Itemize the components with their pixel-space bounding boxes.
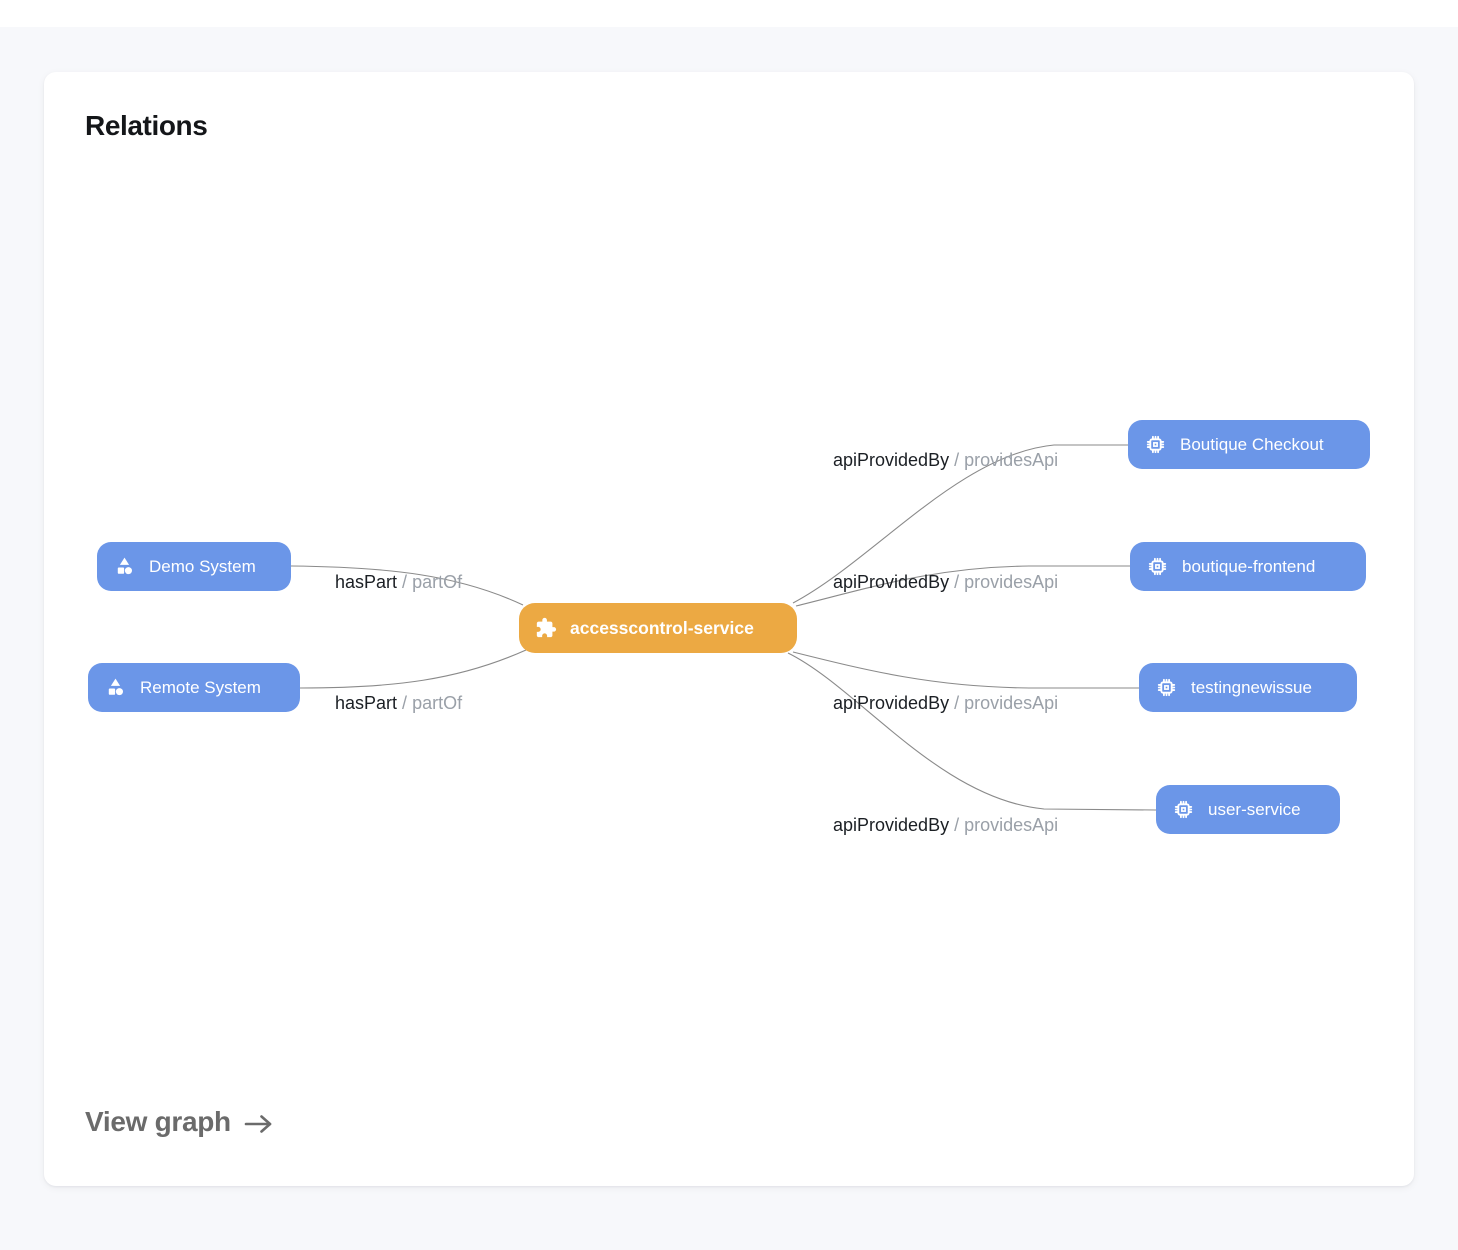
edge-label-api-boutique-checkout: apiProvidedBy/providesApi — [833, 450, 1059, 470]
edge-separator: / — [954, 815, 960, 835]
node-testingnewissue[interactable]: testingnewissue — [1139, 663, 1357, 712]
relations-edges-canvas — [290, 444, 1157, 811]
node-remote-system[interactable]: Remote System — [88, 663, 300, 712]
arrow-right-icon — [243, 1109, 274, 1136]
node-label: testingnewissue — [1191, 677, 1312, 697]
edge-user-service — [787, 652, 1157, 811]
edge-demo-system — [290, 565, 524, 606]
relations-card: Relations Demo System Remote System — [44, 72, 1414, 1186]
chip-icon — [1155, 676, 1178, 699]
card-title: Relations — [85, 110, 208, 141]
edge-boutique-frontend — [795, 565, 1130, 607]
node-label: user-service — [1208, 799, 1301, 819]
chip-icon — [1172, 798, 1195, 821]
edge-label-api-user-service: apiProvidedBy/providesApi — [833, 815, 1059, 835]
edge-separator: / — [402, 693, 408, 713]
node-label: Boutique Checkout — [1180, 434, 1324, 454]
edge-label-haspart-remote: hasPart/partOf — [335, 693, 463, 713]
node-accesscontrol-service[interactable]: accesscontrol-service — [519, 603, 797, 653]
node-user-service[interactable]: user-service — [1156, 785, 1340, 834]
edge-boutique-checkout — [792, 444, 1128, 604]
view-graph-link[interactable]: View graph — [85, 1106, 274, 1138]
node-boutique-frontend[interactable]: boutique-frontend — [1130, 542, 1366, 591]
edge-remote-system — [299, 649, 527, 689]
node-label: Remote System — [140, 677, 261, 697]
node-label: boutique-frontend — [1182, 556, 1316, 576]
edge-separator: / — [954, 572, 960, 592]
edge-testingnewissue — [792, 651, 1139, 689]
node-label: accesscontrol-service — [570, 617, 754, 638]
node-boutique-checkout[interactable]: Boutique Checkout — [1128, 420, 1370, 469]
edge-separator: / — [402, 572, 408, 592]
chip-icon — [1146, 555, 1169, 578]
chip-icon — [1144, 433, 1167, 456]
system-icon — [113, 555, 136, 578]
edge-label-api-boutique-frontend: apiProvidedBy/providesApi — [833, 572, 1059, 592]
edge-separator: / — [954, 693, 960, 713]
edge-label-api-testingnewissue: apiProvidedBy/providesApi — [833, 693, 1059, 713]
node-demo-system[interactable]: Demo System — [97, 542, 291, 591]
puzzle-icon — [535, 617, 557, 639]
system-icon — [104, 676, 127, 699]
view-graph-label: View graph — [85, 1106, 231, 1137]
node-label: Demo System — [149, 556, 256, 576]
edge-separator: / — [954, 450, 960, 470]
edge-label-haspart-demo: hasPart/partOf — [335, 572, 463, 592]
